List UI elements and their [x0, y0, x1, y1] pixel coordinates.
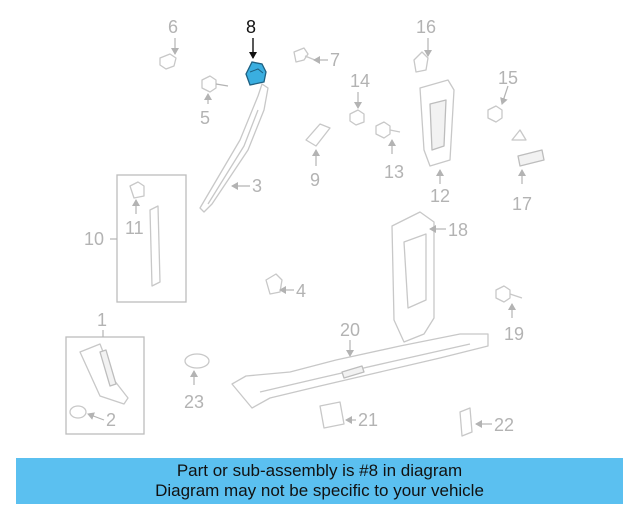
callout-4: 4 [296, 281, 306, 301]
parts-diagram: 6 8 7 16 5 3 14 [65, 17, 545, 437]
callout-13: 13 [384, 162, 404, 182]
part-17-airbag-badge[interactable]: 17 [511, 129, 545, 214]
part-13-screw[interactable]: 13 [375, 121, 404, 182]
part-6-clip[interactable]: 6 [159, 17, 179, 70]
part-10-trim-assembly[interactable]: 10 11 [84, 174, 187, 303]
part-3-pillar-trim[interactable]: 3 [199, 83, 269, 213]
callout-21: 21 [358, 410, 378, 430]
callout-15: 15 [498, 68, 518, 88]
callout-8: 8 [246, 17, 256, 37]
part-7-screw[interactable]: 7 [293, 47, 340, 70]
callout-11: 11 [125, 218, 144, 238]
callout-12: 12 [430, 186, 450, 206]
part-8-bracket[interactable]: 8 [245, 17, 267, 86]
callout-3: 3 [252, 176, 262, 196]
callout-2: 2 [106, 410, 116, 430]
part-16-clip[interactable]: 16 [413, 17, 436, 73]
part-9-cover[interactable]: 9 [305, 123, 331, 190]
banner-line-part-number: Part or sub-assembly is #8 in diagram [176, 461, 463, 480]
info-banner: Part or sub-assembly is #8 in diagram Di… [16, 458, 623, 504]
callout-16: 16 [416, 17, 436, 37]
callout-10: 10 [84, 229, 104, 249]
part-1-kick-panel-assembly[interactable]: 1 2 [65, 310, 145, 435]
banner-line-disclaimer: Diagram may not be specific to your vehi… [155, 481, 484, 500]
callout-19: 19 [504, 324, 524, 344]
part-5-bolt[interactable]: 5 [200, 75, 229, 128]
callout-17: 17 [512, 194, 532, 214]
part-22-clip[interactable]: 22 [459, 407, 514, 437]
part-19-bolt[interactable]: 19 [495, 285, 524, 344]
callout-23: 23 [184, 392, 204, 412]
part-15-screw[interactable]: 15 [487, 68, 518, 123]
callout-1: 1 [97, 310, 107, 330]
callout-20: 20 [340, 320, 360, 340]
part-21-clip[interactable]: 21 [319, 401, 378, 430]
part-20-sill-plate[interactable]: 20 [231, 320, 489, 409]
callout-14: 14 [350, 71, 370, 91]
callout-6: 6 [168, 17, 178, 37]
part-18-pillar-lower[interactable]: 18 [391, 211, 468, 343]
part-4-clip[interactable]: 4 [265, 273, 306, 301]
callout-7: 7 [330, 50, 340, 70]
callout-9: 9 [310, 170, 320, 190]
part-12-pillar-upper[interactable]: 12 [419, 79, 455, 206]
callout-22: 22 [494, 415, 514, 435]
part-23-retainer[interactable]: 23 [184, 353, 210, 412]
callout-5: 5 [200, 108, 210, 128]
callout-18: 18 [448, 220, 468, 240]
part-14-clip[interactable]: 14 [349, 71, 370, 126]
